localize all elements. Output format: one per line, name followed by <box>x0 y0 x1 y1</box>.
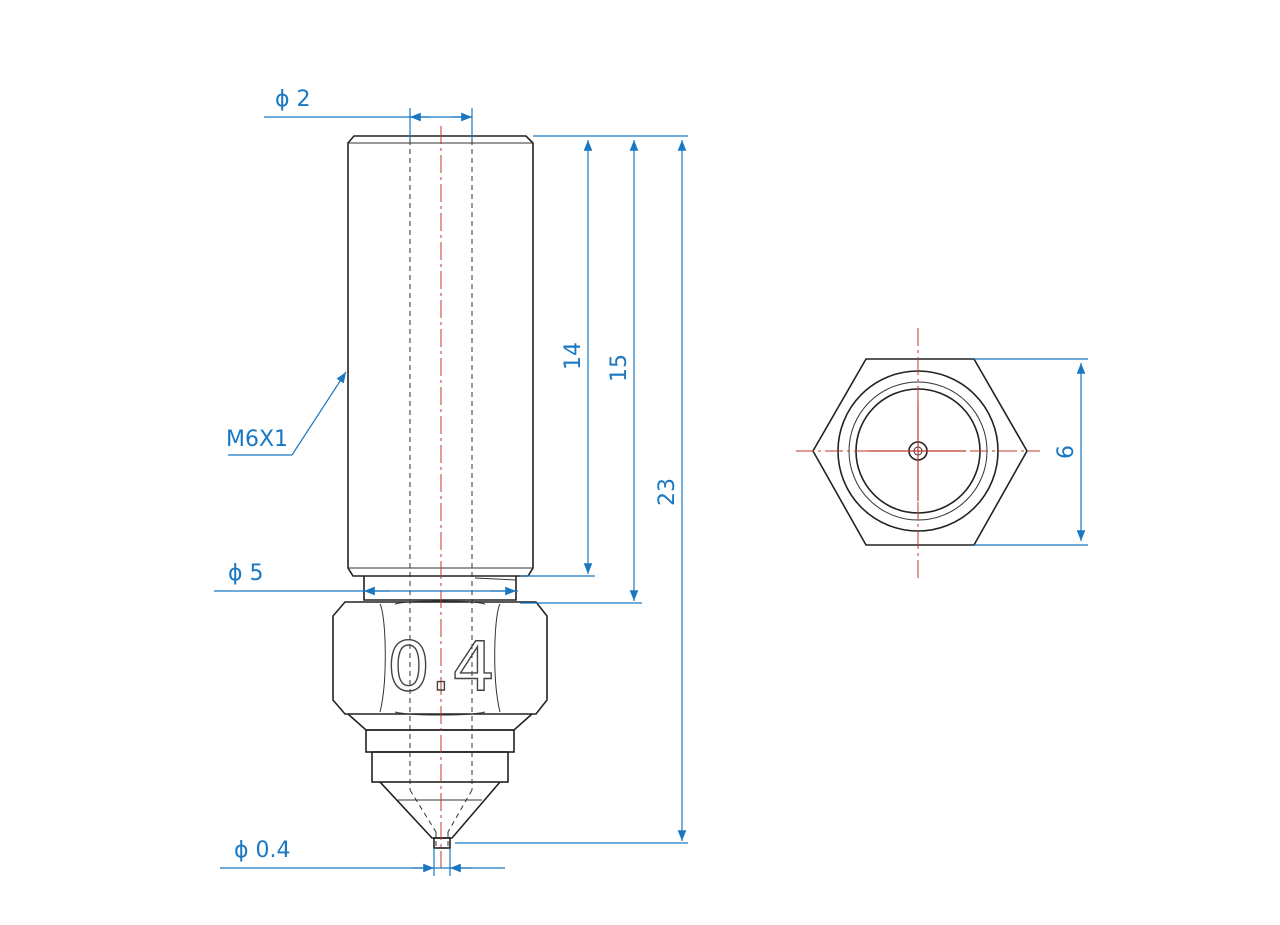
nozzle-marking: 0.4 <box>387 628 495 707</box>
side-dimensions: ϕ 2 ϕ 5 ϕ 0.4 M6X1 14 15 23 <box>214 87 688 876</box>
end-dimensions: 6 <box>974 358 1088 546</box>
dim-tube-diameter: ϕ 2 <box>275 87 311 112</box>
hex-nut <box>332 601 548 715</box>
dim-hex-thread-diameter: ϕ 5 <box>228 561 264 586</box>
dim-length-total: 23 <box>655 478 680 506</box>
dim-hex-width: 6 <box>1054 445 1079 459</box>
dim-length-to-hex: 15 <box>607 354 632 382</box>
dim-length-thread: 14 <box>561 342 586 370</box>
end-view <box>796 328 1040 578</box>
side-view: 0.4 <box>332 126 548 868</box>
nozzle-cone <box>379 781 501 839</box>
collar <box>347 713 533 731</box>
thread-spec-label: M6X1 <box>226 427 288 452</box>
neck <box>363 576 517 601</box>
end-view-hex <box>812 358 1028 546</box>
dim-nozzle-diameter: ϕ 0.4 <box>234 838 291 863</box>
